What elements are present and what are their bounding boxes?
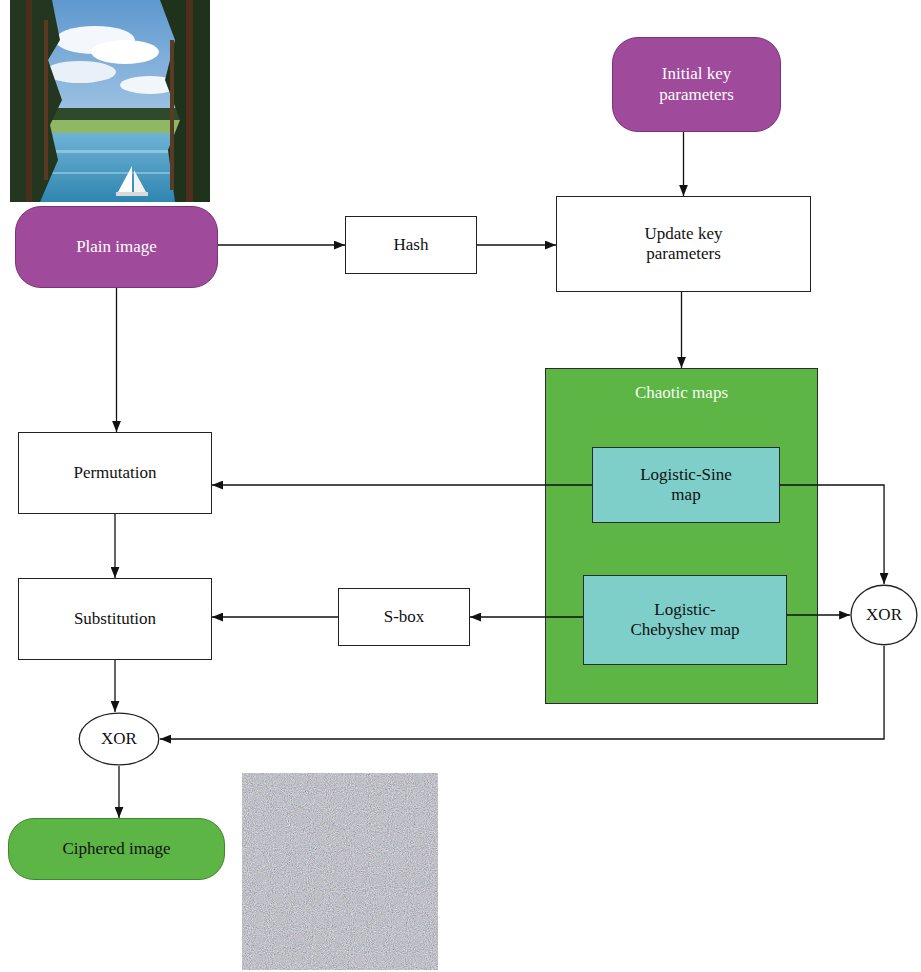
flow-arrow	[212, 616, 338, 617]
node-label: Plain image	[76, 237, 157, 257]
flow-arrow	[683, 132, 684, 196]
flow-arrow	[116, 288, 117, 432]
terminal-box: Initial key parameters	[612, 37, 781, 132]
node-label: XOR	[866, 605, 902, 625]
node-label: S-box	[384, 607, 425, 627]
node-label: Initial key parameters	[642, 64, 752, 105]
flow-arrow	[114, 660, 115, 712]
process-box: Update key parameters	[556, 196, 811, 292]
flow-arrow	[118, 766, 119, 818]
node-label: Hash	[394, 235, 429, 255]
flow-arrow	[218, 244, 345, 245]
plain-image-photo	[10, 0, 210, 202]
ciphered-image-noise	[242, 773, 438, 970]
node-label: XOR	[101, 729, 137, 749]
circle-outline	[79, 713, 159, 765]
map-box: Logistic-Chebyshev map	[583, 575, 787, 665]
process-box: S-box	[338, 588, 470, 646]
region-title: Chaotic maps	[635, 383, 728, 403]
node-label: Logistic-Chebyshev map	[623, 600, 748, 641]
terminal-box: Ciphered image	[8, 818, 225, 880]
process-box: Substitution	[18, 578, 212, 660]
node-label: Ciphered image	[62, 839, 170, 859]
flow-arrow	[212, 484, 592, 485]
xor-circle: XOR	[850, 584, 918, 646]
node-label: Substitution	[74, 609, 156, 629]
node-label: Permutation	[73, 463, 156, 483]
group-region: Chaotic mapsLogistic-Sine mapLogistic-Ch…	[545, 368, 818, 704]
process-box: Permutation	[18, 432, 212, 514]
xor-circle: XOR	[78, 712, 160, 766]
node-label: Logistic-Sine map	[630, 465, 742, 506]
flow-arrow	[477, 244, 556, 245]
process-box: Hash	[345, 216, 477, 274]
flow-arrow	[114, 514, 115, 578]
terminal-box: Plain image	[15, 206, 218, 288]
map-box: Logistic-Sine map	[592, 447, 780, 523]
node-label: Update key parameters	[629, 224, 739, 265]
circle-outline	[851, 585, 917, 645]
flow-arrow	[681, 292, 682, 368]
